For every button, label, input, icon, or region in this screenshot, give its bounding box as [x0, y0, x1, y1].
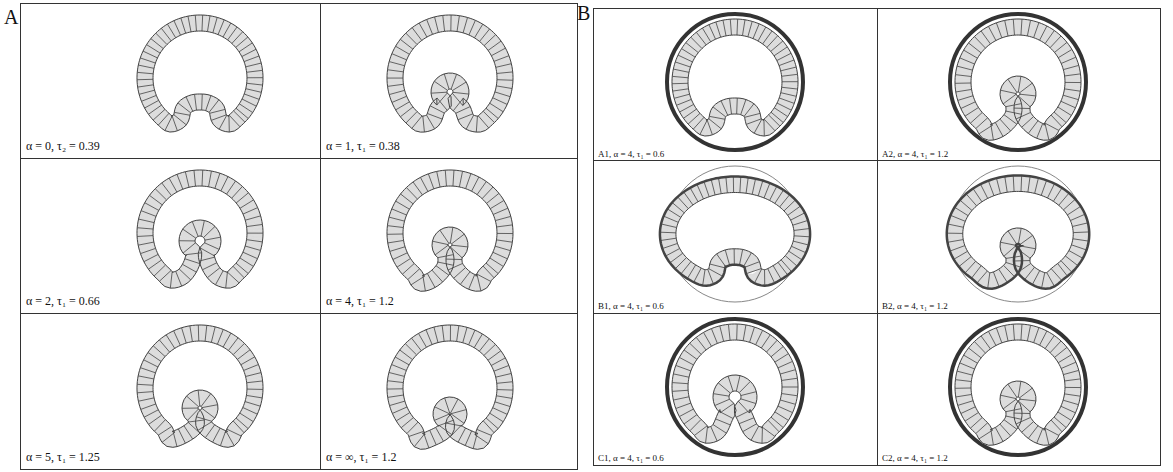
cell-ring: [387, 170, 513, 291]
grid-line: [21, 158, 578, 159]
panel-letter: B: [577, 2, 590, 24]
cell-ring: [660, 166, 810, 302]
panel-letter: A: [4, 6, 18, 28]
grid-line: [877, 9, 878, 466]
grid-line: [594, 313, 1161, 314]
membrane-circle: [667, 166, 803, 302]
cell-caption: α = 0, τ₂ = 0.39: [26, 140, 100, 153]
cell-caption: B2, α = 4, τ₁ = 1.2: [882, 302, 948, 312]
cell-ring: [667, 319, 803, 455]
membrane-circle: [667, 319, 803, 455]
cell-fill: [137, 325, 263, 447]
cell-caption: A1, α = 4, τ₁ = 0.6: [598, 150, 664, 160]
cell-walls: [137, 170, 263, 288]
cell-fill: [672, 324, 798, 443]
panel-a-frame: [21, 4, 578, 470]
cell-walls: [672, 19, 798, 136]
cell-fill: [387, 15, 513, 132]
cell-ring: [137, 170, 263, 288]
cell-caption: B1, α = 4, τ₁ = 0.6: [598, 302, 664, 312]
cell-walls: [672, 324, 798, 443]
cell-walls: [387, 170, 513, 291]
cell-caption: C2, α = 4, τ₁ = 1.2: [882, 454, 948, 464]
cell-walls: [137, 15, 263, 132]
cell-ring: [387, 15, 513, 132]
cell-walls: [947, 175, 1089, 288]
membrane-circle: [950, 166, 1086, 302]
cell-fill: [955, 324, 1081, 445]
cell-ring: [950, 319, 1086, 455]
grid-line: [320, 4, 321, 470]
membrane-circle: [950, 14, 1086, 150]
cell-ring: [387, 325, 513, 449]
cell-fill: [387, 325, 513, 449]
cell-walls: [387, 325, 513, 449]
cell-walls: [955, 324, 1081, 445]
cell-ring: [137, 15, 263, 132]
cell-ring: [947, 166, 1089, 302]
cell-walls: [660, 177, 810, 286]
cell-fill: [137, 15, 263, 132]
cell-fill: [387, 170, 513, 291]
cell-ring: [667, 14, 803, 150]
cell-ring: [950, 14, 1086, 150]
cell-walls: [387, 15, 513, 132]
cell-caption: α = 1, τ₁ = 0.38: [326, 140, 400, 153]
cell-walls: [137, 325, 263, 447]
cell-caption: α = ∞, τ₁ = 1.2: [326, 451, 396, 464]
cell-ring: [137, 325, 263, 447]
cell-caption: α = 4, τ₁ = 1.2: [326, 295, 394, 308]
cell-caption: A2, α = 4, τ₁ = 1.2: [882, 150, 948, 160]
panel-b-frame: [594, 9, 1161, 466]
cell-fill: [947, 175, 1089, 288]
cell-fill: [660, 177, 810, 286]
membrane-circle: [667, 14, 803, 150]
membrane-circle: [950, 319, 1086, 455]
grid-line: [594, 160, 1161, 161]
cell-caption: α = 5, τ₁ = 1.25: [26, 451, 100, 464]
cell-fill: [955, 19, 1081, 140]
cell-fill: [672, 19, 798, 136]
cell-walls: [955, 19, 1081, 140]
cell-caption: C1, α = 4, τ₁ = 0.6: [598, 454, 664, 464]
cell-fill: [137, 170, 263, 288]
cell-caption: α = 2, τ₁ = 0.66: [26, 295, 100, 308]
grid-line: [21, 313, 578, 314]
